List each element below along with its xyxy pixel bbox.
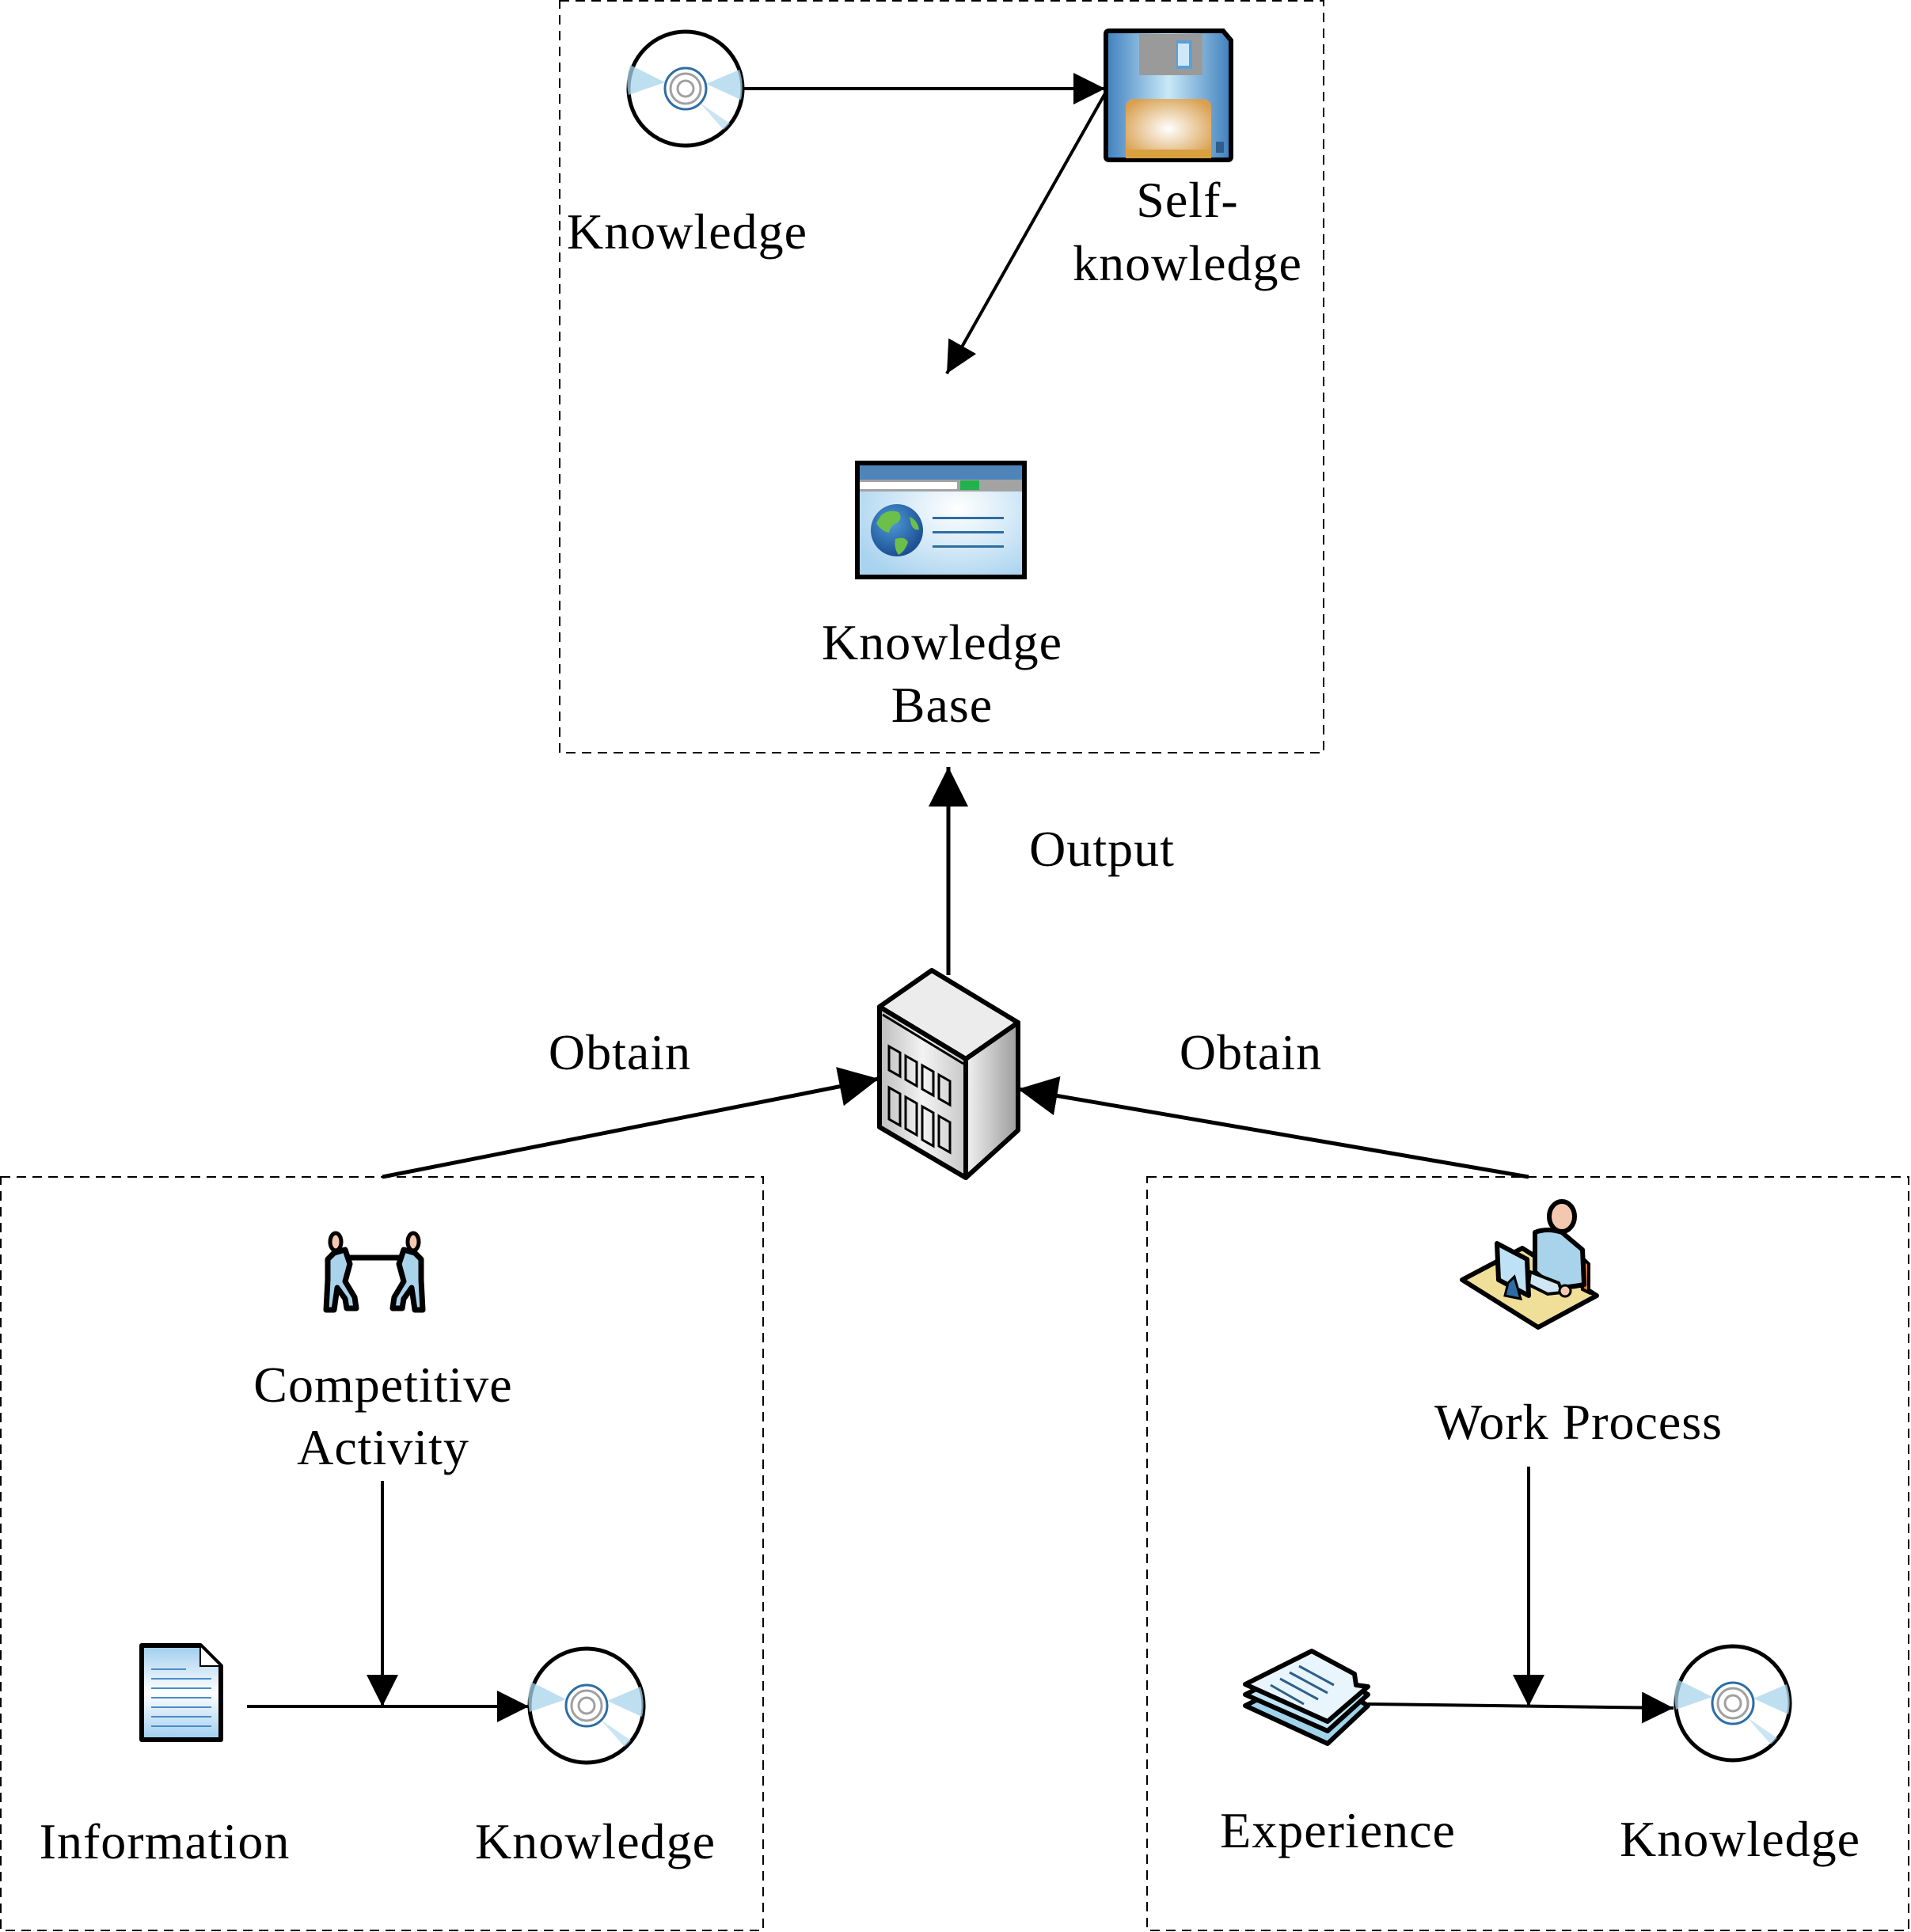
label-experience: Experience [1220, 1802, 1456, 1858]
label-knowledge-right: Knowledge [1619, 1811, 1861, 1867]
document-stack-icon [1243, 1649, 1370, 1746]
document-icon [139, 1643, 223, 1742]
disc-icon [627, 32, 743, 146]
edge-experience-to-knowledge [1367, 1691, 1674, 1724]
label-obtain-left: Obtain [548, 1024, 692, 1080]
floppy-disk-icon [1104, 28, 1233, 162]
label-knowledge-left: Knowledge [474, 1813, 716, 1869]
office-building-icon [877, 968, 1020, 1180]
disc-icon [1674, 1646, 1790, 1760]
label-competitive-activity-line1: Competitive [253, 1357, 513, 1413]
group-box-left [0, 1176, 764, 1931]
worker-at-computer-icon [1460, 1199, 1599, 1330]
label-information: Information [39, 1813, 291, 1869]
label-output: Output [1029, 821, 1175, 877]
group-box-top [559, 0, 1324, 753]
connector-obtain-right [1017, 1076, 1529, 1179]
label-knowledge-base-line1: Knowledge [821, 614, 1063, 670]
disc-icon [528, 1649, 644, 1763]
label-self-knowledge-line1: Self- [1136, 172, 1239, 228]
label-obtain-right: Obtain [1179, 1024, 1323, 1080]
browser-window-icon [855, 461, 1027, 579]
label-knowledge-base-line2: Base [891, 677, 993, 733]
label-self-knowledge-line2: knowledge [1073, 235, 1302, 291]
label-knowledge-top: Knowledge [566, 203, 808, 260]
edge-self-knowledge-to-knowledge-base [945, 93, 1107, 374]
tug-of-war-icon [323, 1231, 426, 1313]
label-competitive-activity-line2: Activity [297, 1419, 469, 1475]
connector-obtain-left [382, 1067, 880, 1179]
label-work-process: Work Process [1434, 1394, 1723, 1450]
